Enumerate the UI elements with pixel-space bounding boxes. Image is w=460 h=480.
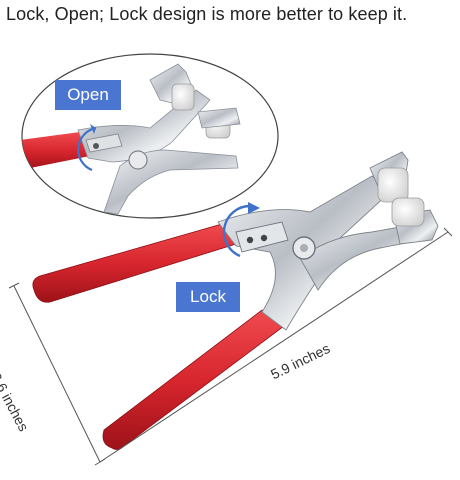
inset-detail xyxy=(21,53,279,219)
inset-pivot xyxy=(128,150,148,170)
dimension-lines xyxy=(8,227,453,466)
latch-rivet-2 xyxy=(260,234,268,242)
lock-arrow-head xyxy=(248,202,260,214)
headline: Lock, Open; Lock design is more better t… xyxy=(6,4,408,24)
inset-latch-rivet xyxy=(93,143,99,149)
width-dimension-line xyxy=(99,231,449,463)
lower-handle xyxy=(102,309,285,450)
inset-handle xyxy=(22,132,90,170)
height-dimension-cap-top xyxy=(8,282,20,289)
lock-rotate-arrow xyxy=(222,204,251,258)
height-dimension-line xyxy=(13,285,101,463)
width-dimension-cap-right xyxy=(443,227,453,237)
latch-rivet-1 xyxy=(246,236,254,244)
inset-lower-jaw xyxy=(197,107,241,129)
lock-label: Lock xyxy=(176,282,240,312)
roller-top xyxy=(377,167,409,203)
inset-rotate-arrow xyxy=(77,126,97,172)
pivot-bolt-center xyxy=(300,244,308,252)
main-plier xyxy=(32,151,439,450)
roller-bottom xyxy=(391,197,425,227)
open-label: Open xyxy=(55,80,121,110)
inset-roller-top xyxy=(171,83,195,111)
inset-arrow-head xyxy=(90,124,96,134)
